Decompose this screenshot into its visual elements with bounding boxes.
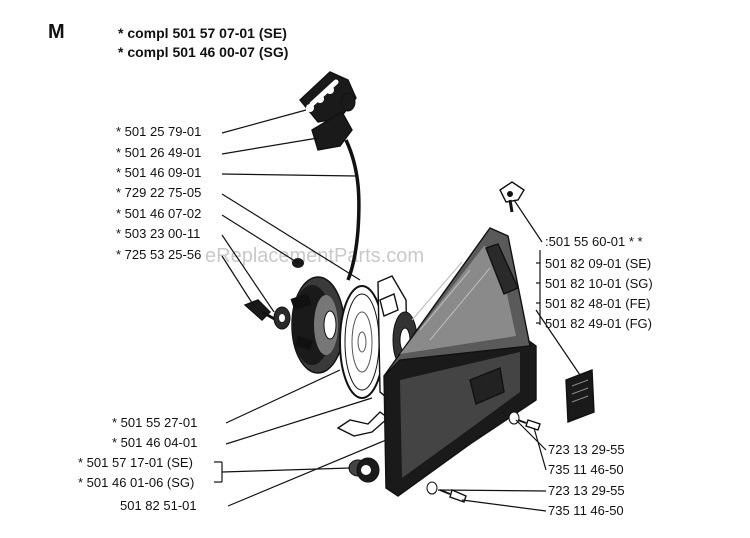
- handle-insert-part: [311, 92, 356, 151]
- pawl-bracket-part: [336, 411, 390, 437]
- header-line-2: * compl 501 46 00-07 (SG): [118, 44, 288, 60]
- starter-housing-part: [383, 227, 537, 497]
- leader-lines: [221, 109, 581, 512]
- housing-screw-part: [499, 181, 525, 213]
- label-725-53-25-56: * 725 53 25-56: [116, 247, 201, 262]
- label-501-26-49-01: * 501 26 49-01: [116, 145, 201, 160]
- label-501-25-79-01: * 501 25 79-01: [116, 124, 201, 139]
- label-501-46-01-06-sg: * 501 46 01-06 (SG): [78, 475, 194, 490]
- header-line-1: * compl 501 57 07-01 (SE): [118, 25, 287, 41]
- label-501-55-27-01: * 501 55 27-01: [112, 415, 197, 430]
- label-501-82-09-01-se: 501 82 09-01 (SE): [545, 256, 651, 271]
- screw-upper-part: [508, 411, 541, 431]
- variant-bracket: [536, 250, 541, 325]
- label-501-46-07-02: * 501 46 07-02: [116, 206, 201, 221]
- label-501-57-17-01-se: * 501 57 17-01 (SE): [78, 455, 193, 470]
- label-501-82-49-01-fg: 501 82 49-01 (FG): [545, 316, 652, 331]
- watermark-text: eReplacementParts.com: [205, 245, 424, 267]
- starter-handle-part: [299, 71, 357, 123]
- label-729-22-75-05: * 729 22 75-05: [116, 185, 201, 200]
- label-723-13-29-55-b: 723 13 29-55: [548, 483, 625, 498]
- label-735-11-46-50-a: 735 11 46-50: [548, 462, 624, 477]
- label-735-11-46-50-b: 735 11 46-50: [548, 503, 624, 518]
- label-501-82-48-01-fe: 501 82 48-01 (FE): [545, 296, 651, 311]
- washer-part: [273, 306, 291, 330]
- label-501-46-04-01: * 501 46 04-01: [112, 435, 197, 450]
- starter-pulley-part: [290, 276, 345, 374]
- label-503-23-00-11: * 503 23 00-11: [116, 226, 200, 241]
- label-501-55-60-01: :501 55 60-01 * *: [545, 234, 643, 249]
- decal-plate-part: [565, 368, 595, 424]
- label-501-82-51-01: 501 82 51-01: [120, 498, 197, 513]
- recoil-spring-part: [339, 285, 385, 399]
- starter-rope-part: [344, 139, 361, 281]
- screw-lower-part: [426, 481, 467, 503]
- label-501-82-10-01-sg: 501 82 10-01 (SG): [545, 276, 653, 291]
- label-501-46-09-01: * 501 46 09-01: [116, 165, 201, 180]
- bushing-part: [348, 457, 380, 483]
- section-letter: M: [48, 21, 65, 43]
- label-723-13-29-55-a: 723 13 29-55: [548, 442, 625, 457]
- se-sg-bracket: [214, 461, 223, 483]
